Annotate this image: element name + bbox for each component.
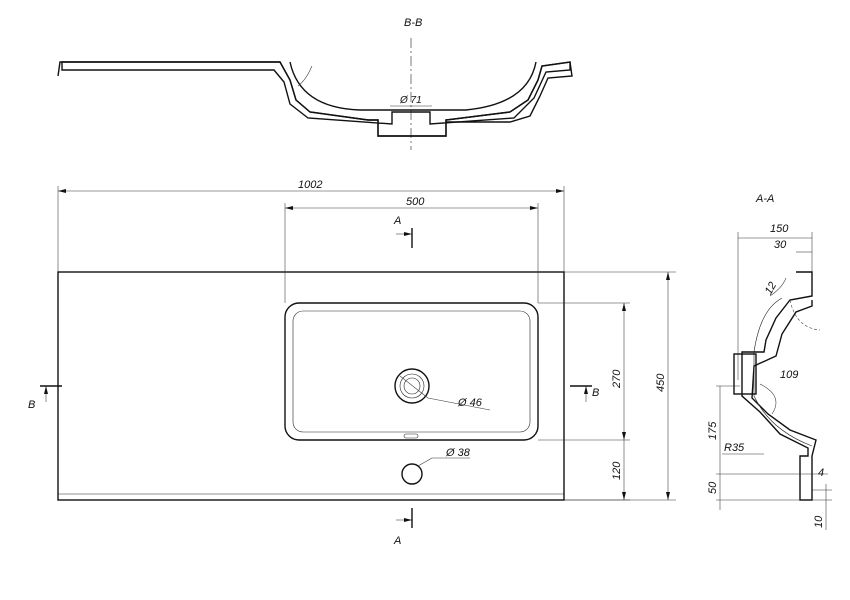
cut-b-right-label: B — [592, 387, 599, 399]
front-offset-label: 120 — [611, 461, 623, 480]
drain-dia-label: Ø 46 — [457, 397, 483, 409]
aa-angle-12-arc — [769, 277, 787, 297]
cut-a-top-label: A — [393, 215, 401, 227]
drain-inner-circle — [403, 377, 421, 395]
aa-inner-curve — [753, 297, 813, 447]
aa-shell-profile — [741, 271, 817, 501]
aa-dim-50: 50 — [707, 481, 719, 494]
aa-dim-12: 12 — [763, 280, 780, 297]
overflow-slot — [403, 433, 419, 439]
section-bb-title: B-B — [404, 17, 422, 29]
bb-drain-dia: Ø 71 — [399, 95, 422, 106]
bb-hatched-shell — [61, 61, 571, 137]
section-bb-view: B-B Ø 71 — [57, 17, 573, 150]
aa-dim-4: 4 — [818, 467, 824, 479]
aa-dim-150: 150 — [770, 223, 789, 235]
overall-depth-label: 450 — [655, 373, 667, 392]
tap-hole — [401, 463, 423, 485]
basin-outer — [284, 302, 539, 441]
aa-dim-109: 109 — [780, 369, 798, 381]
aa-dim-30: 30 — [774, 239, 787, 251]
aa-dim-10: 10 — [813, 515, 825, 528]
tap-leader — [417, 457, 433, 467]
cut-a-bottom-label: A — [393, 535, 401, 547]
countertop-outline — [57, 271, 565, 501]
bb-angle-arc — [297, 65, 313, 87]
basin-depth-label: 270 — [611, 369, 623, 389]
front-view: Ø 46 Ø 38 1002 500 450 270 — [28, 179, 676, 547]
basin-width-label: 500 — [406, 196, 425, 208]
cut-b-left-label: B — [28, 399, 35, 411]
section-aa-title: A-A — [755, 193, 774, 205]
aa-dim-175: 175 — [707, 421, 719, 440]
aa-arc-109 — [759, 383, 777, 415]
bb-inner-bowl — [289, 61, 537, 111]
aa-overflow-arc — [789, 299, 821, 331]
drain-mid-circle — [399, 373, 425, 399]
aa-drain-stub — [733, 353, 757, 395]
aa-radius: R35 — [724, 442, 745, 454]
drain-leader — [399, 375, 429, 399]
basin-inner — [292, 310, 531, 433]
tap-hole-dia-label: Ø 38 — [445, 447, 471, 459]
section-aa-view: A-A 150 30 12 109 175 R35 50 — [707, 193, 832, 530]
drain-outer-circle — [394, 368, 430, 404]
overall-width-label: 1002 — [298, 179, 322, 191]
